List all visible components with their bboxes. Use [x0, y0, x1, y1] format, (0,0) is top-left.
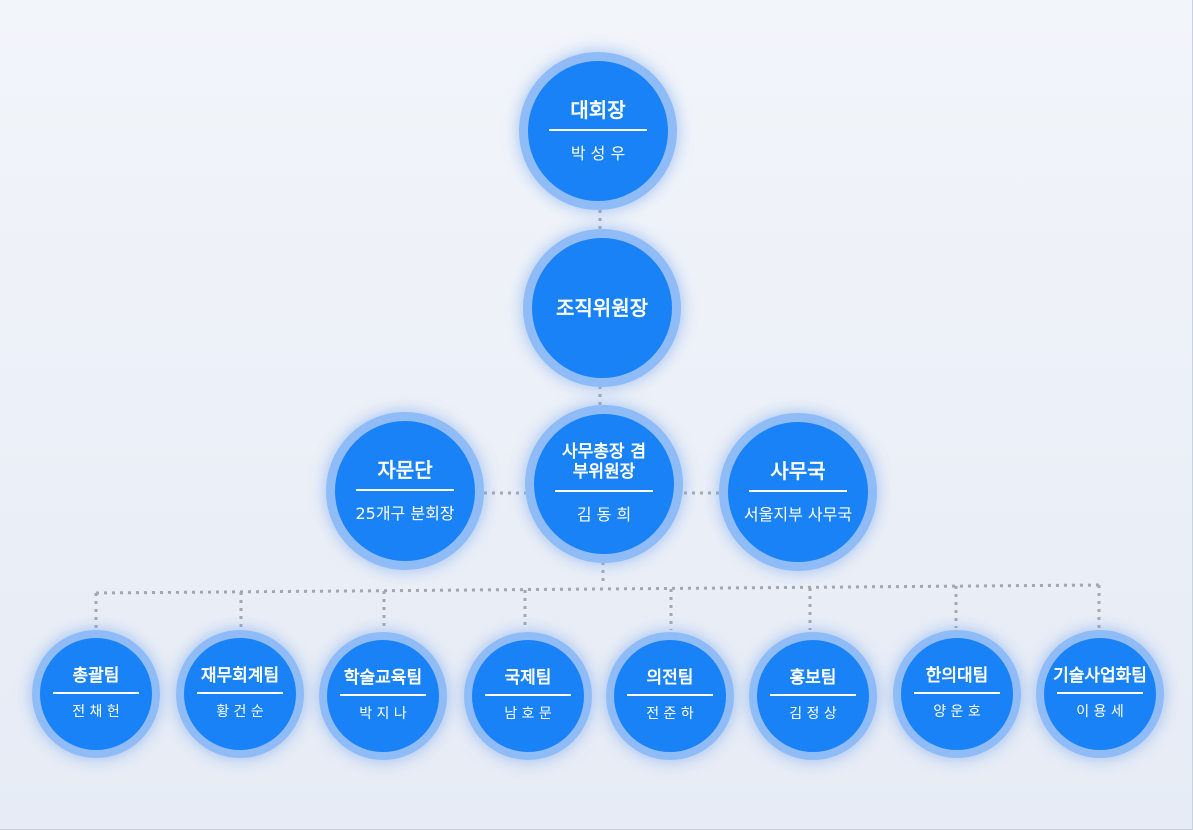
- node-divider: [197, 692, 283, 695]
- node-title: 한의대팀: [925, 665, 989, 686]
- node-person: 황 건 순: [216, 704, 264, 721]
- node-person: 남 호 문: [504, 706, 552, 723]
- node-title: 홍보팀: [789, 667, 837, 688]
- node-divider: [627, 694, 713, 697]
- node-person: 이 용 세: [1076, 704, 1124, 721]
- node-team-academic: 학술교육팀 박 지 나: [319, 632, 447, 760]
- node-secretary-general: 사무총장 겸 부위원장 김 동 희: [525, 405, 683, 563]
- node-advisory: 자문단 25개구 분회장: [326, 412, 484, 570]
- node-divider: [549, 128, 647, 131]
- connector-team-bus: [95, 583, 1100, 595]
- node-title: 총괄팀: [72, 665, 120, 686]
- node-title: 학술교육팀: [343, 667, 423, 688]
- node-person: 서울지부 사무국: [743, 504, 853, 524]
- node-secretariat: 사무국 서울지부 사무국: [719, 413, 877, 571]
- node-divider: [749, 489, 847, 492]
- node-person: 전 채 헌: [72, 704, 120, 721]
- node-team-tech-commercialization: 기술사업화팀 이 용 세: [1036, 630, 1164, 758]
- node-divider: [485, 694, 571, 697]
- node-divider: [1057, 692, 1143, 695]
- node-title: 사무총장 겸 부위원장: [561, 442, 647, 482]
- node-team-protocol: 의전팀 전 준 하: [606, 632, 734, 760]
- node-person: 김 동 희: [576, 504, 632, 524]
- node-person: 25개구 분회장: [355, 503, 455, 523]
- node-person: 박 지 나: [359, 706, 407, 723]
- node-team-university: 한의대팀 양 운 호: [893, 630, 1021, 758]
- node-title: 의전팀: [646, 667, 694, 688]
- node-title: 기술사업화팀: [1053, 665, 1147, 686]
- node-title: 자문단: [377, 457, 433, 482]
- node-title: 재무회계팀: [200, 665, 280, 686]
- node-president: 대회장 박 성 우: [519, 52, 677, 210]
- node-person: 전 준 하: [646, 706, 694, 723]
- node-person: 박 성 우: [570, 143, 626, 163]
- node-person: 김 정 상: [789, 706, 837, 723]
- node-title: 사무국: [770, 458, 826, 483]
- node-divider: [356, 488, 454, 491]
- node-title: 조직위원장: [556, 295, 648, 320]
- node-team-general: 총괄팀 전 채 헌: [32, 630, 160, 758]
- node-org-chair: 조직위원장: [523, 229, 681, 387]
- node-divider: [770, 694, 856, 697]
- node-title: 국제팀: [504, 667, 552, 688]
- node-divider: [53, 692, 139, 695]
- node-team-international: 국제팀 남 호 문: [464, 632, 592, 760]
- node-divider: [555, 489, 653, 492]
- node-team-finance: 재무회계팀 황 건 순: [176, 630, 304, 758]
- node-divider: [914, 692, 1000, 695]
- node-person: 양 운 호: [933, 704, 981, 721]
- node-team-pr: 홍보팀 김 정 상: [749, 632, 877, 760]
- node-divider: [340, 694, 426, 697]
- node-title: 대회장: [570, 97, 626, 122]
